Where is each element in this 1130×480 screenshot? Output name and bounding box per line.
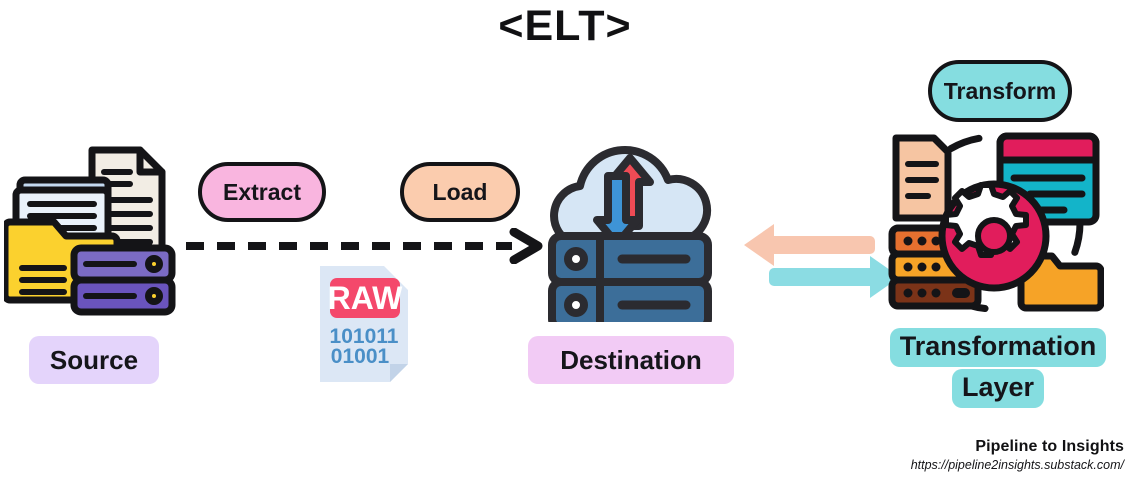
- attribution-name: Pipeline to Insights: [975, 438, 1124, 455]
- page-title: <ELT>: [498, 2, 632, 50]
- raw-binary-line1: 101011: [330, 325, 399, 348]
- transformation-layer-icon: [884, 128, 1105, 318]
- step-load-pill[interactable]: Load: [400, 162, 520, 222]
- raw-file-icon: RAW 101011 01001: [316, 262, 412, 382]
- attribution: Pipeline to Insights https://pipeline2in…: [911, 438, 1124, 472]
- step-transform-label: Transform: [943, 77, 1057, 104]
- step-extract-label: Extract: [223, 178, 301, 205]
- attribution-url[interactable]: https://pipeline2insights.substack.com/: [910, 458, 1124, 472]
- destination-transformation-exchange-arrows: [742, 218, 902, 298]
- transformation-label-line1: Transformation: [889, 328, 1107, 367]
- transformation-label-line2: Layer: [951, 369, 1045, 408]
- raw-banner-text: RAW: [328, 280, 403, 316]
- step-transform-pill[interactable]: Transform: [928, 60, 1072, 122]
- stage-label-transformation-layer: Transformation Layer: [866, 328, 1130, 408]
- source-label-text: Source: [49, 344, 139, 375]
- step-extract-pill[interactable]: Extract: [198, 162, 326, 222]
- raw-binary-line2: 01001: [331, 345, 390, 368]
- stage-label-destination: Destination: [528, 336, 734, 384]
- step-load-label: Load: [432, 178, 488, 205]
- source-icon: [1, 138, 194, 318]
- stage-label-source: Source: [29, 336, 159, 384]
- destination-cloud-server-icon: [530, 132, 730, 332]
- destination-label-text: Destination: [560, 344, 702, 375]
- arrow-right-turquoise: [769, 256, 900, 298]
- arrow-left-peach: [744, 224, 875, 266]
- extract-load-flow-arrow: [182, 227, 546, 265]
